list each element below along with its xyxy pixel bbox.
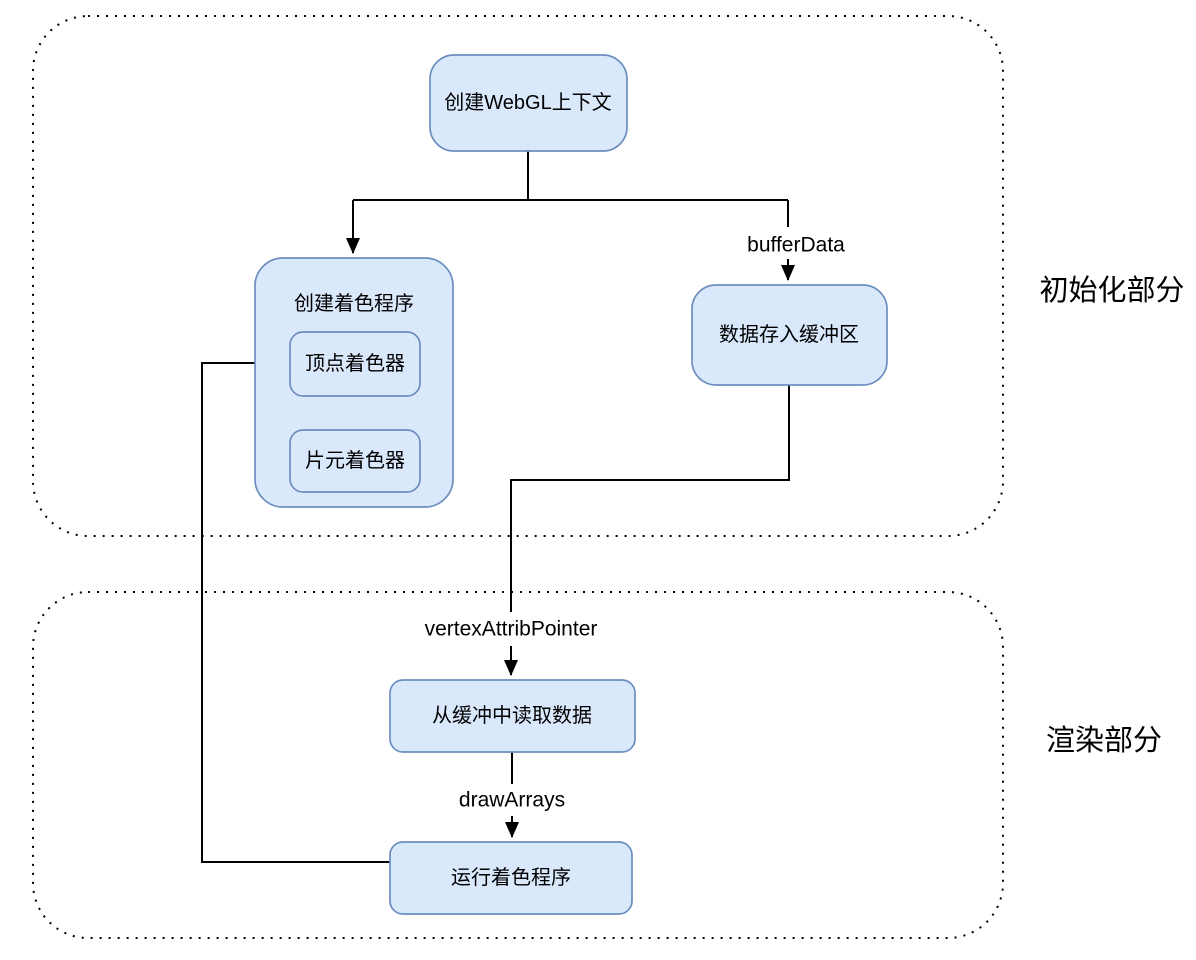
node-buffer-store-box bbox=[691, 284, 888, 386]
node-create-program-label: 创建着色程序 bbox=[294, 292, 414, 315]
node-vertex-shader-box bbox=[289, 331, 421, 397]
group-render-box bbox=[32, 591, 1004, 939]
nodes bbox=[254, 54, 888, 915]
connectors bbox=[201, 151, 795, 863]
edge-label-bufferdata: bufferData bbox=[747, 234, 845, 257]
node-read-buffer-label: 从缓冲中读取数据 bbox=[432, 704, 592, 727]
node-create-context-label: 创建WebGL上下文 bbox=[444, 91, 611, 114]
node-fragment-shader-label: 片元着色器 bbox=[305, 449, 405, 472]
node-run-program-box bbox=[389, 841, 633, 915]
group-initialization-box bbox=[32, 15, 1004, 537]
node-read-buffer-box bbox=[389, 679, 636, 753]
node-run-program-label: 运行着色程序 bbox=[451, 866, 571, 889]
group-render-label: 渲染部分 bbox=[1046, 724, 1162, 757]
edge-context-split bbox=[353, 151, 788, 201]
node-fragment-shader-box bbox=[289, 429, 421, 493]
edge-buffer-store-to-vap-label bbox=[510, 385, 790, 612]
node-vertex-shader-label: 顶点着色器 bbox=[305, 352, 405, 375]
node-buffer-store-label: 数据存入缓冲区 bbox=[719, 323, 859, 346]
edge-label-vertexattribpointer: vertexAttribPointer bbox=[425, 618, 598, 641]
edge-run-program-to-vertex-shader bbox=[201, 356, 390, 863]
node-create-context-box bbox=[429, 54, 628, 152]
edge-label-drawarrays: drawArrays bbox=[459, 789, 565, 812]
group-initialization-label: 初始化部分 bbox=[1039, 274, 1184, 307]
